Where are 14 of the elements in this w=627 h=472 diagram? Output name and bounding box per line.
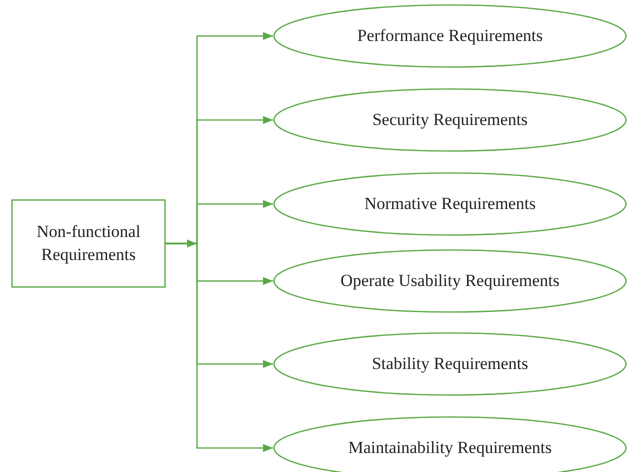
process-box (11, 199, 166, 288)
requirement-ellipse (273, 249, 627, 313)
connector-arrow (165, 242, 273, 452)
node-label: Maintainability Requirements (348, 436, 552, 459)
requirement-ellipse (273, 4, 627, 68)
node-label: Non-functional Requirements (36, 220, 142, 266)
node-label: Security Requirements (372, 108, 528, 131)
node-label: Performance Requirements (357, 24, 543, 47)
node-label: Normative Requirements (364, 192, 536, 215)
requirement-ellipse (273, 332, 627, 396)
requirement-ellipse (273, 88, 627, 152)
node-label: Operate Usability Requirements (340, 270, 560, 292)
node-label: Stability Requirements (372, 352, 528, 375)
requirement-ellipse (273, 172, 627, 236)
